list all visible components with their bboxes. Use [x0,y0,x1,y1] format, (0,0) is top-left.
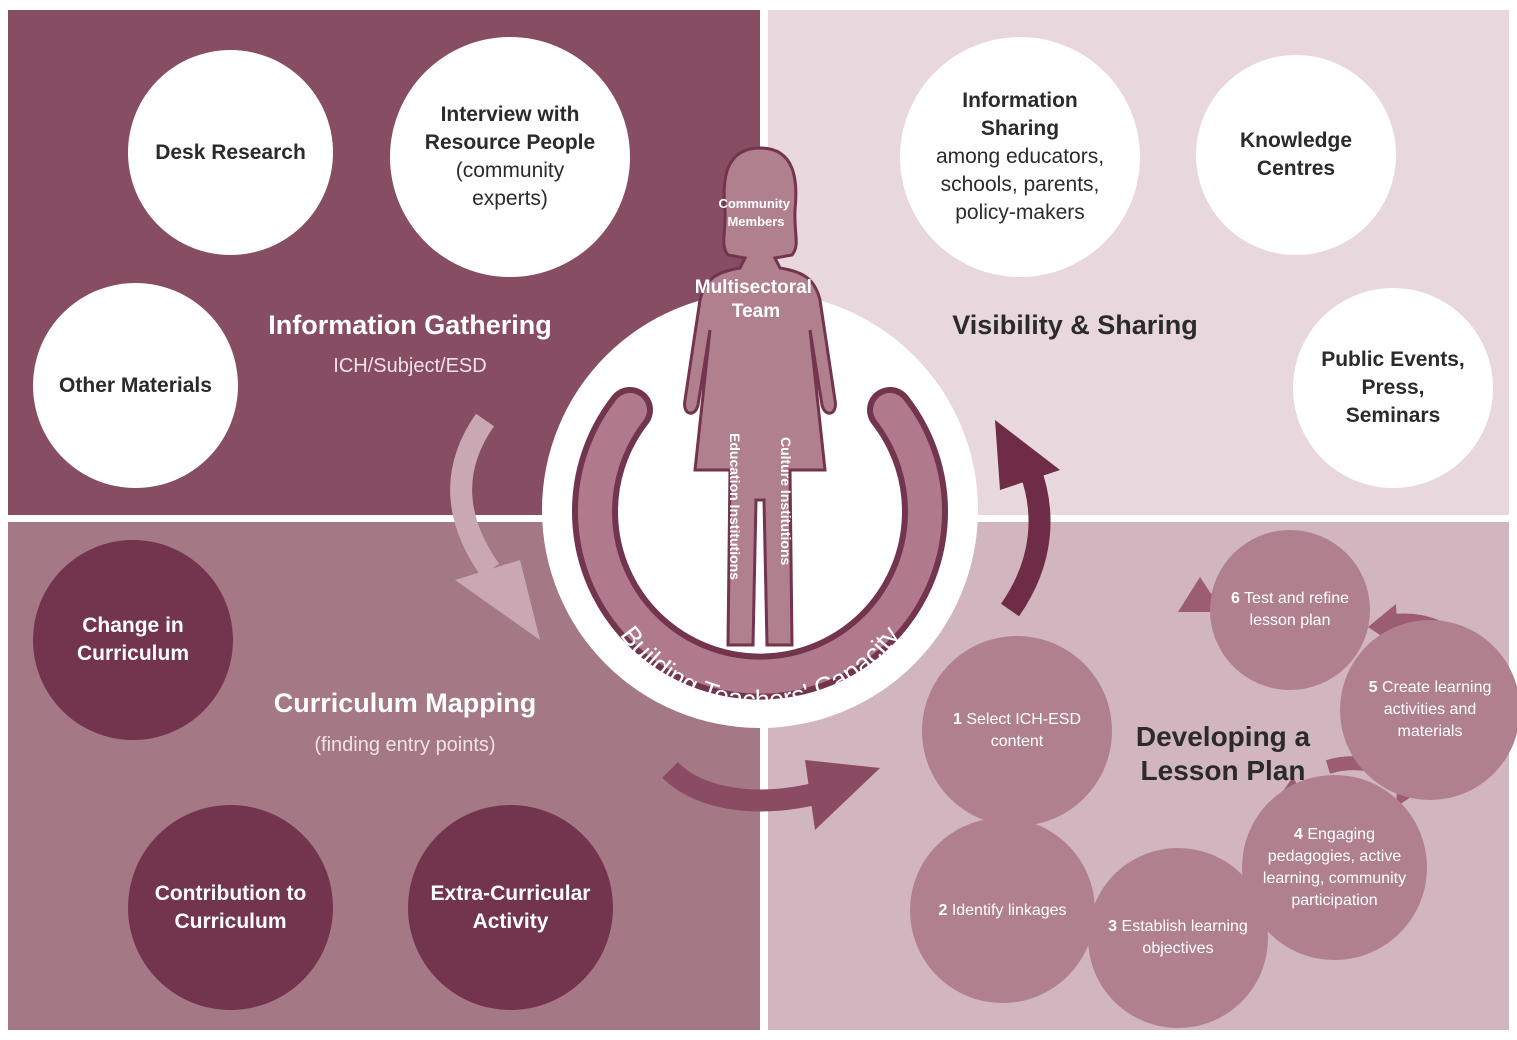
interview-detail: (community experts) [455,159,565,210]
lesson-plan-title-line1: Developing a [1135,721,1311,752]
step-4-text: Engaging pedagogies, active learning, co… [1262,825,1407,909]
public-events-label: Public Events, Press, Seminars [1321,348,1465,427]
lesson-step-1: 1 Select ICH-ESD content [922,636,1112,826]
step-1-number: 1 [952,711,962,728]
arrow-mapping-to-lesson-head [805,760,880,830]
step-3-number: 3 [1108,918,1118,935]
lesson-step-5: 5 Create learning activities and materia… [1340,620,1517,800]
step-5-text: Create learning activities and materials [1381,679,1492,740]
team-figure: Community Members Multisectoral Team Edu… [683,146,837,647]
step-5-number: 5 [1368,679,1378,696]
desk-research-circle: Desk Research [128,50,333,255]
arrow-mapping-to-lesson-shaft [662,761,834,812]
step-6-text: Test and refine lesson plan [1244,590,1349,629]
figure-body-label: Multisectoral Team [695,277,817,322]
lesson-plan-title: Developing a Lesson Plan [1108,720,1338,788]
interview-title: Interview with Resource People [424,103,596,154]
knowledge-centres-label: Knowledge Centres [1240,129,1353,180]
info-gathering-subtitle: ICH/Subject/ESD [333,355,487,377]
public-events-circle: Public Events, Press, Seminars [1293,288,1493,488]
step-1-text: Select ICH-ESD content [966,711,1082,750]
step-3-text: Establish learning objectives [1121,918,1248,957]
change-in-curriculum-label: Change in Curriculum [76,614,189,665]
other-materials-label: Other Materials [59,373,212,397]
contribution-circle: Contribution to Curriculum [128,805,333,1010]
other-materials-circle: Other Materials [33,283,238,488]
arrow-gathering-to-mapping-head [455,560,540,640]
info-sharing-detail: among educators, schools, parents, polic… [935,145,1105,224]
center-emblem: Building Teachers' Capacity [542,292,978,728]
capacity-ring [578,393,942,694]
right-leg-label: Culture Institutions [778,437,794,566]
arrow-lesson-to-visibility-shaft [1000,466,1051,617]
step-2-text: Identify linkages [951,901,1067,919]
knowledge-centres-circle: Knowledge Centres [1196,55,1396,255]
desk-research-label: Desk Research [155,140,306,164]
contribution-label: Contribution to Curriculum [154,881,307,933]
arrow-gathering-to-mapping-shaft [450,413,500,577]
interview-circle: Interview with Resource People (communit… [390,37,630,277]
figure-head-label: Community Members [718,196,793,229]
visibility-title: Visibility & Sharing [952,310,1198,340]
info-gathering-title: Information Gathering [268,310,552,340]
curriculum-mapping-title: Curriculum Mapping [273,688,537,718]
lesson-step-2: 2 Identify linkages [910,818,1095,1003]
extra-curricular-circle: Extra-Curricular Activity [408,805,613,1010]
info-sharing-title: Information Sharing [962,89,1078,140]
info-sharing-circle: Information Sharing among educators, sch… [900,37,1140,277]
step-6-number: 6 [1230,590,1240,607]
step-2-number: 2 [938,901,948,919]
lesson-plan-title-line2: Lesson Plan [1140,755,1306,786]
left-leg-label: Education Institutions [727,433,743,580]
extra-curricular-label: Extra-Curricular Activity [430,881,591,933]
step-4-number: 4 [1294,825,1303,843]
curriculum-mapping-subtitle: (finding entry points) [314,734,496,756]
lesson-step-6: 6 Test and refine lesson plan [1210,530,1370,690]
arrow-lesson-to-visibility-head [995,420,1060,490]
change-in-curriculum-circle: Change in Curriculum [33,540,233,740]
lesson-step-4: 4 Engaging pedagogies, active learning, … [1242,775,1427,960]
lesson-step-3: 3 Establish learning objectives [1088,848,1268,1028]
figure-silhouette [683,146,837,647]
